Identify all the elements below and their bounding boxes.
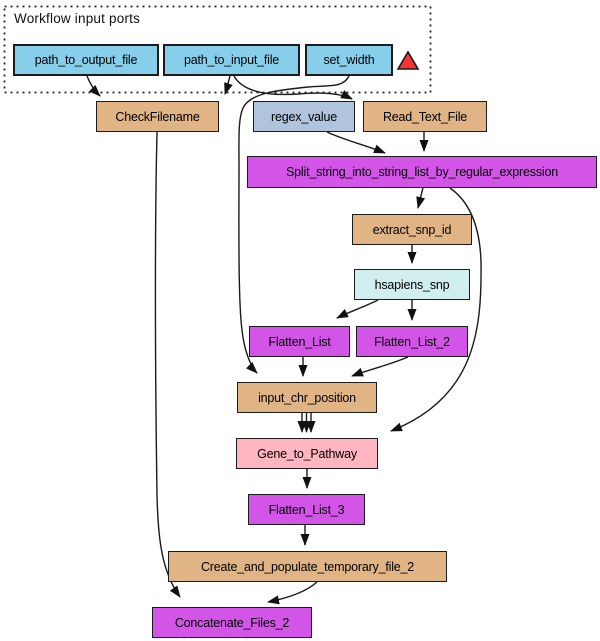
node-label: hsapiens_snp bbox=[374, 277, 450, 292]
edge-hsapiens-snp-to-flatten-list bbox=[336, 299, 379, 319]
node-label: path_to_output_file bbox=[34, 53, 138, 67]
input-port-path-to-input-file[interactable]: path_to_input_file bbox=[163, 44, 300, 76]
processor-split-string[interactable]: Split_string_into_string_list_by_regular… bbox=[247, 156, 597, 188]
node-label: Gene_to_Pathway bbox=[257, 446, 357, 461]
edge-set-width-to-input-chr-position bbox=[238, 75, 350, 374]
output-port-triangle-icon bbox=[396, 50, 420, 70]
node-label: path_to_input_file bbox=[183, 53, 280, 67]
edge-regex-value-to-split-string bbox=[326, 131, 386, 154]
edge-path-to-input-file-to-checkfilename bbox=[224, 75, 233, 95]
edge-path-to-output-file-to-checkfilename bbox=[86, 75, 101, 97]
processor-regex-value[interactable]: regex_value bbox=[253, 101, 355, 132]
processor-concatenate-files-2[interactable]: Concatenate_Files_2 bbox=[152, 607, 312, 638]
node-label: Flatten_List_2 bbox=[374, 334, 450, 349]
processor-read-text-file[interactable]: Read_Text_File bbox=[363, 101, 487, 132]
node-label: extract_snp_id bbox=[372, 222, 452, 237]
processor-flatten-list-2[interactable]: Flatten_List_2 bbox=[356, 326, 468, 357]
node-label: Flatten_List bbox=[268, 334, 331, 349]
node-label: Create_and_populate_temporary_file_2 bbox=[200, 559, 415, 574]
input-port-path-to-output-file[interactable]: path_to_output_file bbox=[13, 44, 159, 76]
processor-flatten-list-3[interactable]: Flatten_List_3 bbox=[248, 494, 365, 525]
node-label: Read_Text_File bbox=[382, 109, 468, 124]
processor-hsapiens-snp[interactable]: hsapiens_snp bbox=[354, 269, 470, 300]
edge-path-to-input-file-to-read-text-file bbox=[233, 75, 353, 100]
node-label: Flatten_List_3 bbox=[268, 502, 345, 517]
node-label: Split_string_into_string_list_by_regular… bbox=[286, 165, 558, 179]
processor-flatten-list[interactable]: Flatten_List bbox=[249, 326, 350, 357]
workflow-input-ports-label: Workflow input ports bbox=[14, 11, 141, 26]
node-label: set_width bbox=[323, 53, 375, 67]
processor-create-temp-file-2[interactable]: Create_and_populate_temporary_file_2 bbox=[168, 551, 447, 582]
node-label: regex_value bbox=[271, 109, 337, 124]
processor-gene-to-pathway[interactable]: Gene_to_Pathway bbox=[236, 438, 378, 469]
edge-split-string-to-extract-snp-id bbox=[416, 187, 426, 209]
edge-flatten-list-2-to-input-chr-position bbox=[351, 356, 409, 377]
edge-checkfilename-to-concatenate-files bbox=[154, 131, 181, 598]
processor-checkfilename[interactable]: CheckFilename bbox=[96, 101, 219, 132]
node-label: input_chr_position bbox=[258, 390, 356, 405]
processor-input-chr-position[interactable]: input_chr_position bbox=[237, 382, 377, 413]
node-label: Concatenate_Files_2 bbox=[174, 615, 290, 630]
input-port-set-width[interactable]: set_width bbox=[305, 44, 393, 76]
workflow-input-ports-container bbox=[3, 5, 432, 94]
edge-split-string-to-gene-to-pathway bbox=[390, 187, 482, 432]
processor-extract-snp-id[interactable]: extract_snp_id bbox=[352, 214, 472, 245]
node-label: CheckFilename bbox=[115, 109, 200, 124]
edge-create-temp-file-to-concatenate-files bbox=[267, 581, 318, 605]
